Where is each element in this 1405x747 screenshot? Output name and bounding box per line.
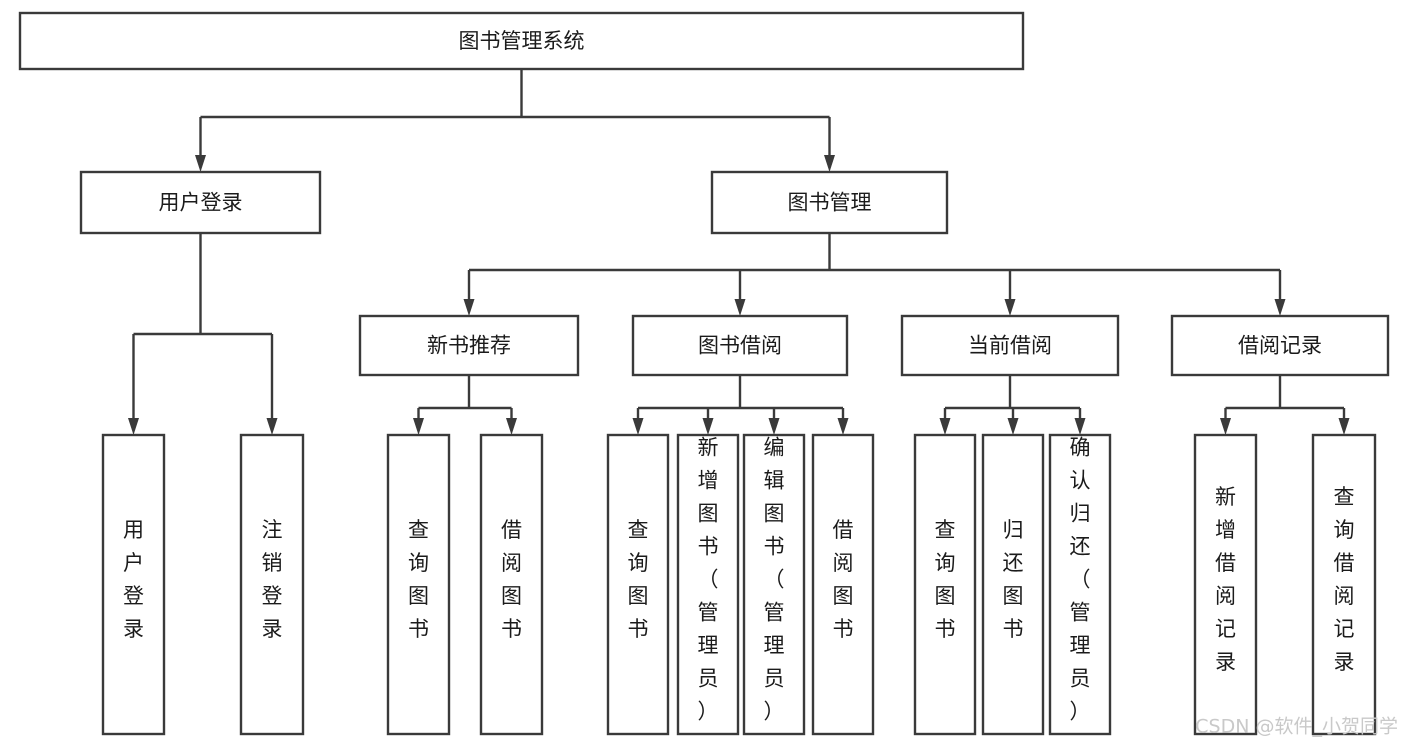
arrow-leaf-borrow-book-b xyxy=(837,418,849,435)
node-label-leaf-query-book-b: 查询图书 xyxy=(628,518,649,641)
node-layer: 图书管理系统用户登录图书管理新书推荐图书借阅当前借阅借阅记录用户登录注销登录查询… xyxy=(18,11,1390,736)
node-box-borrow-record[interactable] xyxy=(1170,314,1390,377)
node-label-leaf-logout: 注销登录 xyxy=(262,518,283,641)
node-leaf-query-record[interactable]: 查询借阅记录 xyxy=(1311,433,1377,736)
arrow-book-manage xyxy=(824,155,835,172)
arrow-leaf-query-book-c xyxy=(939,418,951,435)
node-leaf-query-book-b[interactable]: 查询图书 xyxy=(606,433,670,736)
arrow-leaf-query-record xyxy=(1338,418,1350,435)
node-box-leaf-return-book[interactable] xyxy=(981,433,1045,736)
arrow-leaf-return-book xyxy=(1007,418,1019,435)
node-leaf-add-book[interactable]: 新增图书（管理员） xyxy=(676,433,740,736)
connector-layer xyxy=(128,69,1350,435)
node-label-root: 图书管理系统 xyxy=(459,29,585,53)
node-label-leaf-borrow-book-rec: 借阅图书 xyxy=(501,518,522,641)
node-new-book-recommend[interactable]: 新书推荐 xyxy=(358,314,580,377)
node-label-leaf-add-book: 新增图书（管理员） xyxy=(698,436,719,724)
node-box-root[interactable] xyxy=(18,11,1025,71)
node-label-book-borrow: 图书借阅 xyxy=(698,334,782,358)
node-leaf-user-login[interactable]: 用户登录 xyxy=(101,433,166,736)
node-current-borrow[interactable]: 当前借阅 xyxy=(900,314,1120,377)
node-box-leaf-query-book-b[interactable] xyxy=(606,433,670,736)
arrow-leaf-query-book-rec xyxy=(413,418,424,435)
arrow-leaf-add-record xyxy=(1220,418,1231,435)
node-root[interactable]: 图书管理系统 xyxy=(18,11,1025,71)
node-box-leaf-borrow-book-b[interactable] xyxy=(811,433,875,736)
node-leaf-add-record[interactable]: 新增借阅记录 xyxy=(1193,433,1258,736)
node-leaf-query-book-c[interactable]: 查询图书 xyxy=(913,433,977,736)
node-label-book-manage: 图书管理 xyxy=(788,191,872,215)
node-box-leaf-query-record[interactable] xyxy=(1311,433,1377,736)
arrow-leaf-user-login xyxy=(128,418,139,435)
node-leaf-confirm-return[interactable]: 确认归还（管理员） xyxy=(1048,433,1112,736)
node-leaf-edit-book[interactable]: 编辑图书（管理员） xyxy=(742,433,806,736)
node-box-leaf-add-record[interactable] xyxy=(1193,433,1258,736)
node-user-login[interactable]: 用户登录 xyxy=(79,170,322,235)
node-box-book-manage[interactable] xyxy=(710,170,949,235)
node-label-leaf-query-record: 查询借阅记录 xyxy=(1334,485,1355,674)
node-box-leaf-borrow-book-rec[interactable] xyxy=(479,433,544,736)
csdn-watermark: CSDN @软件_小贺同学 xyxy=(1195,716,1398,738)
node-leaf-return-book[interactable]: 归还图书 xyxy=(981,433,1045,736)
node-box-leaf-user-login[interactable] xyxy=(101,433,166,736)
node-box-leaf-add-book[interactable] xyxy=(676,433,740,736)
node-label-leaf-confirm-return: 确认归还（管理员） xyxy=(1070,436,1091,724)
arrow-new-book-recommend xyxy=(463,299,475,316)
node-label-leaf-borrow-book-b: 借阅图书 xyxy=(833,518,854,641)
node-book-manage[interactable]: 图书管理 xyxy=(710,170,949,235)
node-box-leaf-logout[interactable] xyxy=(239,433,305,736)
node-label-leaf-query-book-c: 查询图书 xyxy=(935,518,956,641)
arrow-borrow-record xyxy=(1274,299,1286,316)
arrow-leaf-logout xyxy=(266,418,278,435)
node-leaf-logout[interactable]: 注销登录 xyxy=(239,433,305,736)
node-box-leaf-edit-book[interactable] xyxy=(742,433,806,736)
node-label-new-book-recommend: 新书推荐 xyxy=(427,334,511,358)
node-box-new-book-recommend[interactable] xyxy=(358,314,580,377)
node-label-leaf-return-book: 归还图书 xyxy=(1003,518,1024,641)
arrow-leaf-query-book-b xyxy=(632,418,644,435)
arrow-book-borrow xyxy=(734,299,746,316)
node-box-leaf-confirm-return[interactable] xyxy=(1048,433,1112,736)
arrow-leaf-edit-book xyxy=(768,418,780,435)
node-label-leaf-add-record: 新增借阅记录 xyxy=(1215,485,1236,674)
node-box-book-borrow[interactable] xyxy=(631,314,849,377)
node-label-leaf-query-book-rec: 查询图书 xyxy=(408,518,429,641)
arrow-leaf-borrow-book-rec xyxy=(506,418,517,435)
node-box-leaf-query-book-rec[interactable] xyxy=(386,433,451,736)
node-box-user-login[interactable] xyxy=(79,170,322,235)
arrow-current-borrow xyxy=(1004,299,1016,316)
node-label-user-login: 用户登录 xyxy=(159,191,243,215)
node-book-borrow[interactable]: 图书借阅 xyxy=(631,314,849,377)
node-label-current-borrow: 当前借阅 xyxy=(968,334,1052,358)
node-leaf-borrow-book-b[interactable]: 借阅图书 xyxy=(811,433,875,736)
node-label-leaf-edit-book: 编辑图书（管理员） xyxy=(764,436,785,724)
arrow-leaf-confirm-return xyxy=(1074,418,1086,435)
node-box-leaf-query-book-c[interactable] xyxy=(913,433,977,736)
node-leaf-query-book-rec[interactable]: 查询图书 xyxy=(386,433,451,736)
arrow-leaf-add-book xyxy=(702,418,714,435)
node-label-borrow-record: 借阅记录 xyxy=(1238,334,1322,358)
node-box-current-borrow[interactable] xyxy=(900,314,1120,377)
node-label-leaf-user-login: 用户登录 xyxy=(123,518,144,641)
arrow-user-login xyxy=(195,155,206,172)
node-borrow-record[interactable]: 借阅记录 xyxy=(1170,314,1390,377)
node-leaf-borrow-book-rec[interactable]: 借阅图书 xyxy=(479,433,544,736)
